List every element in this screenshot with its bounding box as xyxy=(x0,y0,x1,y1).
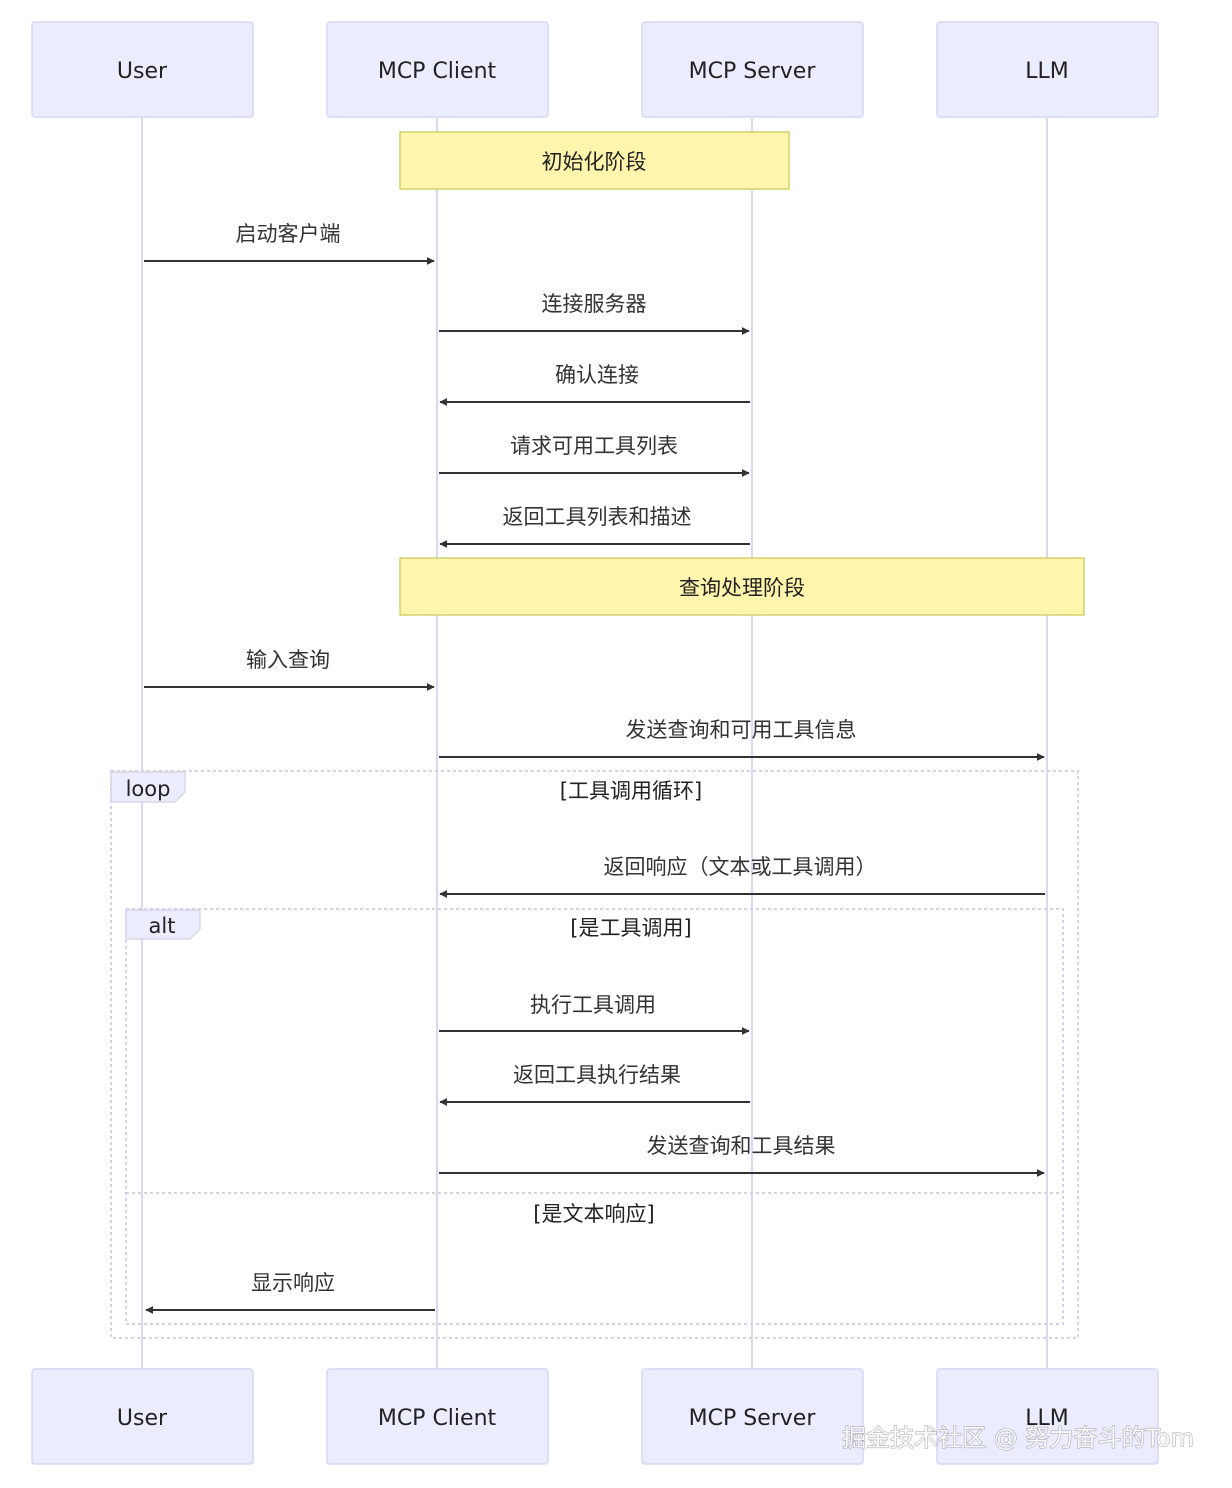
actors-bottom: User MCP Client MCP Server LLM xyxy=(31,1368,1159,1465)
message-label: 执行工具调用 xyxy=(530,993,656,1017)
message-connect-server: 连接服务器 xyxy=(439,292,750,335)
messages: 启动客户端 连接服务器 确认连接 请求可用工具列表 返回工具列表和描述 输入查询… xyxy=(144,222,1045,1314)
message-label: 返回工具执行结果 xyxy=(513,1063,681,1087)
actor-label: MCP Client xyxy=(378,59,497,84)
lifelines xyxy=(141,118,1048,1369)
message-return-tool-list: 返回工具列表和描述 xyxy=(439,505,750,548)
actor-llm-bottom: LLM xyxy=(936,1368,1159,1465)
actor-mcp-server: MCP Server xyxy=(641,21,864,118)
actor-label: MCP Server xyxy=(689,59,817,84)
alt-else-condition: [是文本响应] xyxy=(533,1202,654,1226)
loop-condition: [工具调用循环] xyxy=(560,779,702,803)
loop-frame: loop [工具调用循环] xyxy=(110,770,1079,1339)
actor-mcp-client: MCP Client xyxy=(326,21,549,118)
message-label: 请求可用工具列表 xyxy=(510,434,678,458)
alt-condition: [是工具调用] xyxy=(570,916,691,940)
message-execute-tool: 执行工具调用 xyxy=(439,993,750,1035)
actor-label: User xyxy=(117,1406,168,1431)
message-label: 发送查询和工具结果 xyxy=(647,1134,836,1158)
actor-mcp-server-bottom: MCP Server xyxy=(641,1368,864,1465)
message-label: 输入查询 xyxy=(246,648,330,672)
note-query-phase: 查询处理阶段 xyxy=(399,557,1085,616)
message-label: 发送查询和可用工具信息 xyxy=(626,718,857,742)
alt-tag-box xyxy=(125,909,201,940)
alt-tag: alt xyxy=(149,914,176,938)
message-return-response: 返回响应（文本或工具调用） xyxy=(439,855,1045,898)
actor-label: LLM xyxy=(1025,1406,1069,1431)
message-input-query: 输入查询 xyxy=(144,648,435,691)
actor-label: User xyxy=(117,59,168,84)
message-label: 返回响应（文本或工具调用） xyxy=(604,855,877,879)
message-label: 返回工具列表和描述 xyxy=(503,505,692,529)
note-init-phase-text: 初始化阶段 xyxy=(542,150,647,174)
note-query-phase-text: 查询处理阶段 xyxy=(679,576,805,600)
watermark: 掘金技术社区 @ 努力奋斗的Tom xyxy=(842,1424,1194,1452)
message-confirm-connection: 确认连接 xyxy=(439,363,750,406)
actor-user-bottom: User xyxy=(31,1368,254,1465)
loop-tag-box xyxy=(110,771,186,803)
alt-frame: alt [是工具调用] [是文本响应] xyxy=(125,908,1064,1325)
message-show-response: 显示响应 xyxy=(145,1271,435,1314)
note-init-phase: 初始化阶段 xyxy=(399,131,790,190)
message-send-query-tools: 发送查询和可用工具信息 xyxy=(439,718,1045,761)
actors-top: User MCP Client MCP Server LLM xyxy=(31,21,1159,118)
message-label: 确认连接 xyxy=(555,363,639,387)
message-label: 连接服务器 xyxy=(542,292,647,316)
actor-label: MCP Server xyxy=(689,1406,817,1431)
actor-user: User xyxy=(31,21,254,118)
message-return-tool-result: 返回工具执行结果 xyxy=(439,1063,750,1106)
message-send-query-result: 发送查询和工具结果 xyxy=(439,1134,1045,1177)
message-request-tool-list: 请求可用工具列表 xyxy=(439,434,750,477)
actor-llm: LLM xyxy=(936,21,1159,118)
loop-tag: loop xyxy=(126,777,171,801)
message-start-client: 启动客户端 xyxy=(144,222,435,265)
actor-label: MCP Client xyxy=(378,1406,497,1431)
message-label: 启动客户端 xyxy=(236,222,341,246)
actor-label: LLM xyxy=(1025,59,1069,84)
message-label: 显示响应 xyxy=(251,1271,335,1295)
actor-mcp-client-bottom: MCP Client xyxy=(326,1368,549,1465)
